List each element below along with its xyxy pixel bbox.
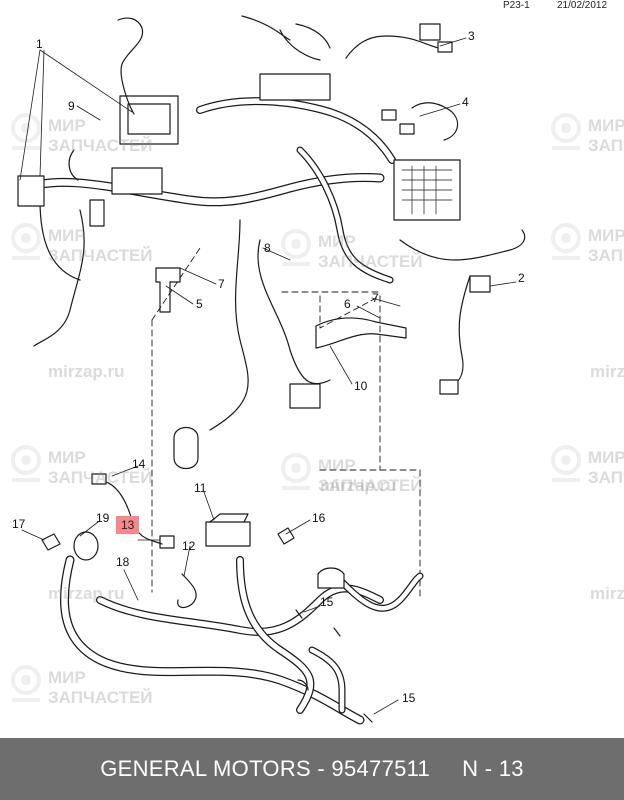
watermark-logo-icon xyxy=(551,113,581,150)
callout-6[interactable]: 6 xyxy=(344,297,351,311)
callout-17[interactable]: 17 xyxy=(12,517,26,531)
watermark-site-text: mirzap.ru xyxy=(48,362,125,381)
part-info-footer: GENERAL MOTORS - 95477511 N - 13 xyxy=(0,738,624,800)
callout-10[interactable]: 10 xyxy=(354,379,368,393)
callout-15[interactable]: 15 xyxy=(402,691,416,705)
watermark-site-text: mirzap.ru xyxy=(320,476,397,495)
wiring-harness-drawing xyxy=(17,15,526,725)
watermark-logo-icon xyxy=(551,445,581,482)
watermark-logo-icon xyxy=(551,223,581,260)
callout-5[interactable]: 5 xyxy=(196,297,203,311)
watermark-logo-icon xyxy=(11,445,41,482)
callout-9[interactable]: 9 xyxy=(68,99,75,113)
bracket-6 xyxy=(315,317,407,349)
part-number-text: GENERAL MOTORS - 95477511 xyxy=(100,756,431,781)
callout-11[interactable]: 11 xyxy=(194,481,207,495)
watermark-logo-icon xyxy=(281,229,311,266)
callout-3[interactable]: 3 xyxy=(468,29,475,43)
callout-13-highlighted[interactable]: 13 xyxy=(116,516,140,534)
watermark-logo-icon xyxy=(11,113,41,150)
grommet-10 xyxy=(173,426,199,470)
grommet-19 xyxy=(73,531,99,561)
callout-7[interactable]: 7 xyxy=(372,291,379,305)
diagram-date: 21/02/2012 xyxy=(557,0,608,11)
watermark-site-text: mirzap.ru xyxy=(590,584,624,603)
callout-2[interactable]: 2 xyxy=(518,271,525,285)
callout-18[interactable]: 18 xyxy=(116,555,130,569)
callout-7[interactable]: 7 xyxy=(218,277,225,291)
diagram-code: P23-1 xyxy=(503,0,530,11)
bracket-5 xyxy=(155,267,181,313)
watermark-site-text: mirzap.ru xyxy=(590,362,624,381)
watermark-logo-icon xyxy=(281,453,311,490)
callout-15[interactable]: 15 xyxy=(320,595,334,609)
watermark-site-text: mirzap.ru xyxy=(48,584,125,603)
callout-19[interactable]: 19 xyxy=(96,511,110,525)
fuse-box-11 xyxy=(205,521,251,547)
callout-12[interactable]: 12 xyxy=(182,539,196,553)
callout-8[interactable]: 8 xyxy=(264,241,271,255)
callout-16[interactable]: 16 xyxy=(312,511,326,525)
diagram-position-text: N - 13 xyxy=(462,756,524,781)
watermark-logo-icon xyxy=(11,223,41,260)
callout-14[interactable]: 14 xyxy=(132,457,146,471)
callout-1[interactable]: 1 xyxy=(36,37,43,51)
callout-4[interactable]: 4 xyxy=(462,95,469,109)
watermark-logo-icon xyxy=(11,665,41,702)
